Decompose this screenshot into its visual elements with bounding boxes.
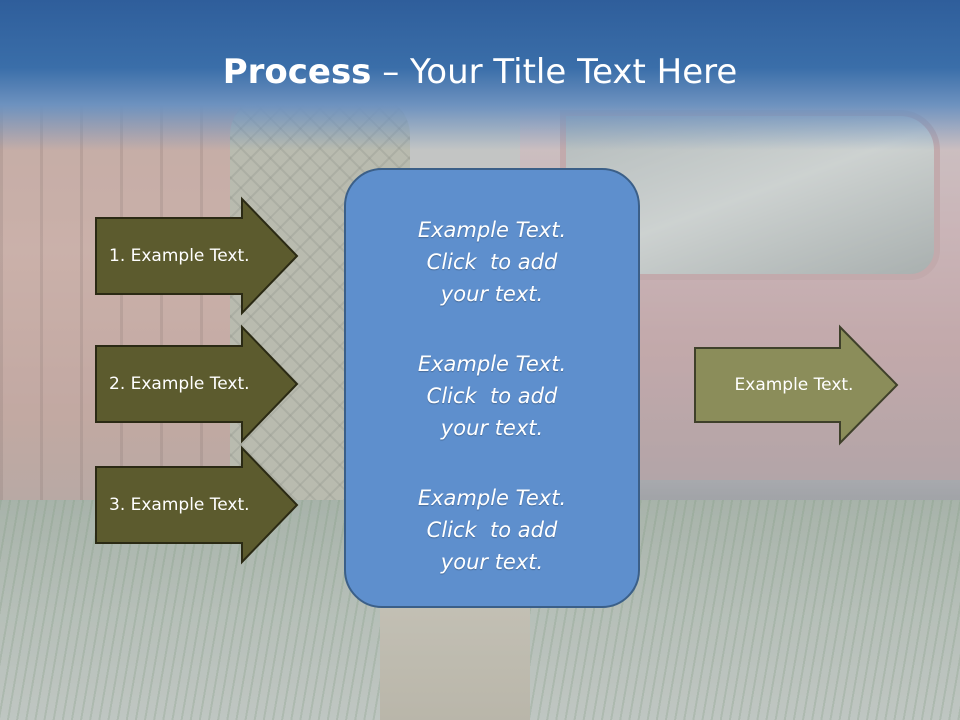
panel-line: Click to add	[426, 250, 558, 274]
panel-line: Example Text.	[417, 352, 567, 376]
left-arrow-1[interactable]: 1. Example Text.	[95, 196, 300, 316]
slide-title[interactable]: Process – Your Title Text Here	[0, 52, 960, 92]
arrow-shape	[694, 324, 899, 446]
title-band	[0, 0, 960, 150]
panel-text-block[interactable]: Example Text. Click to add your text.	[418, 348, 566, 444]
panel-text-block[interactable]: Example Text. Click to add your text.	[418, 482, 566, 578]
left-arrow-label: 1. Example Text.	[109, 246, 250, 266]
left-arrow-label: 3. Example Text.	[109, 495, 250, 515]
arrow-shape	[95, 324, 299, 444]
panel-text-block[interactable]: Example Text. Click to add your text.	[418, 214, 566, 310]
arrow-shape	[95, 445, 299, 565]
panel-line: your text.	[440, 550, 544, 574]
left-arrow-2[interactable]: 2. Example Text.	[95, 324, 300, 444]
panel-line: your text.	[440, 282, 544, 306]
title-rest: – Your Title Text Here	[371, 52, 738, 92]
arrow-shape	[95, 196, 299, 316]
panel-line: Click to add	[426, 518, 558, 542]
panel-line: your text.	[440, 416, 544, 440]
right-arrow-label: Example Text.	[734, 375, 854, 395]
left-arrow-3[interactable]: 3. Example Text.	[95, 445, 300, 565]
panel-line: Click to add	[426, 384, 558, 408]
right-arrow[interactable]: Example Text.	[694, 324, 900, 446]
left-arrow-label: 2. Example Text.	[109, 374, 250, 394]
title-bold: Process	[222, 52, 372, 92]
center-text-panel[interactable]: Example Text. Click to add your text. Ex…	[344, 168, 640, 608]
panel-line: Example Text.	[417, 486, 567, 510]
panel-line: Example Text.	[417, 218, 567, 242]
